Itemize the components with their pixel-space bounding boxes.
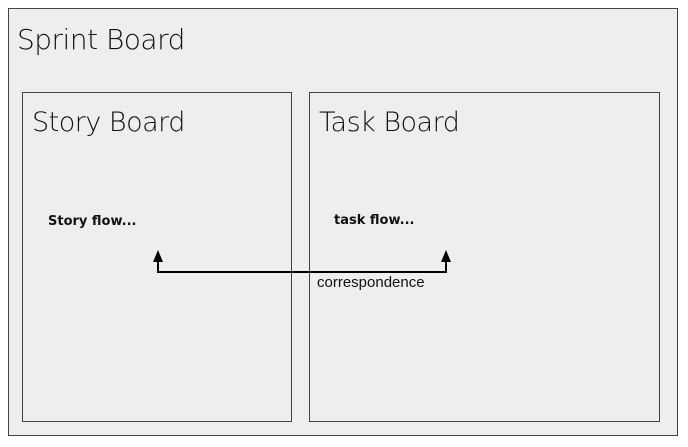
correspondence-label: correspondence — [317, 274, 425, 291]
sprint-board-title: Sprint Board — [17, 23, 185, 56]
task-board-panel: Task Board task flow... — [309, 92, 660, 422]
story-board-title: Story Board — [32, 107, 185, 138]
story-board-panel: Story Board Story flow... — [22, 92, 292, 422]
sprint-board: Sprint Board Story Board Story flow... T… — [8, 8, 678, 436]
task-flow-label: task flow... — [334, 213, 415, 228]
task-board-title: Task Board — [319, 107, 460, 138]
story-flow-label: Story flow... — [48, 214, 137, 229]
